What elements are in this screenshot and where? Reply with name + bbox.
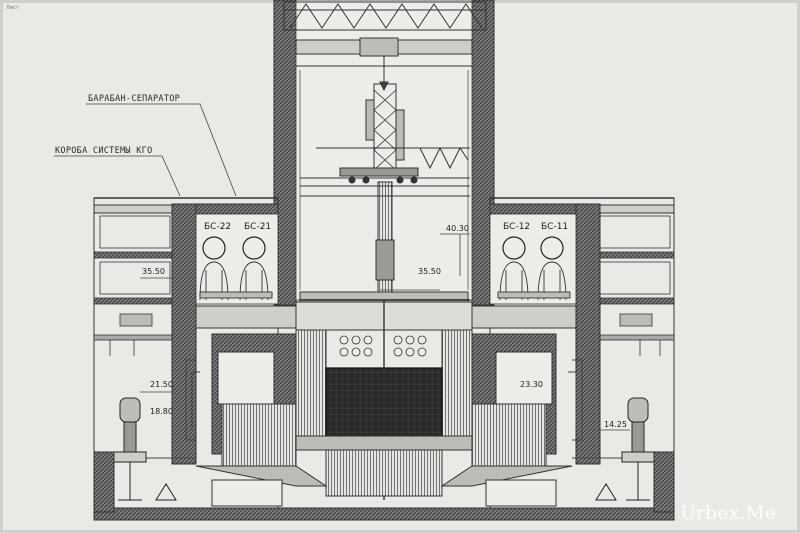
drum-bs22-circle <box>202 236 226 260</box>
downcomer-pipes <box>199 261 571 301</box>
annotation-leaders <box>54 103 630 431</box>
sheet-corner-mark: Лист <box>6 5 19 11</box>
elevation-14-25: 14.25 <box>604 420 627 429</box>
basement-right <box>653 451 675 513</box>
side-floor-slabs <box>93 251 675 341</box>
drum-compartment-right <box>489 203 601 465</box>
central-hall <box>273 0 495 306</box>
elevation-21-50: 21.50 <box>150 380 173 389</box>
main-circulation-pump-left <box>113 397 177 501</box>
roof-truss <box>283 1 487 31</box>
drum-label-bs21: БС-21 <box>244 222 271 232</box>
drum-bs12-circle <box>502 236 526 260</box>
label-kgo-boxes: КОРОБА СИСТЕМЫ КГО <box>55 146 153 156</box>
foundation-slab <box>93 507 675 521</box>
watermark: Urbex.Me <box>680 502 776 524</box>
kgo-boxes <box>99 215 671 356</box>
drum-bs21-circle <box>242 236 266 260</box>
drum-label-bs22: БС-22 <box>204 222 231 232</box>
elevation-40-30: 40.30 <box>446 224 469 233</box>
refueling-machine <box>339 83 419 293</box>
drum-label-bs11: БС-11 <box>541 222 568 232</box>
drum-bs11-circle <box>540 236 564 260</box>
main-circulation-pump-right <box>595 397 655 501</box>
lower-pump-rooms <box>195 403 573 507</box>
overhead-crane <box>295 37 473 92</box>
basement-left <box>93 451 115 513</box>
elevation-23-30: 23.30 <box>520 380 543 389</box>
label-drum-separator: БАРАБАН-СЕПАРАТОР <box>88 94 180 104</box>
hall-rail <box>300 146 470 197</box>
elevation-35-50-left: 35.50 <box>142 267 165 276</box>
elevation-35-50-center: 35.50 <box>418 267 441 276</box>
elevation-18-80: 18.80 <box>150 407 173 416</box>
drum-label-bs12: БС-12 <box>503 222 530 232</box>
circulation-piping <box>146 359 622 459</box>
top-plate-nozzles <box>339 335 427 357</box>
drum-separators <box>202 236 564 260</box>
